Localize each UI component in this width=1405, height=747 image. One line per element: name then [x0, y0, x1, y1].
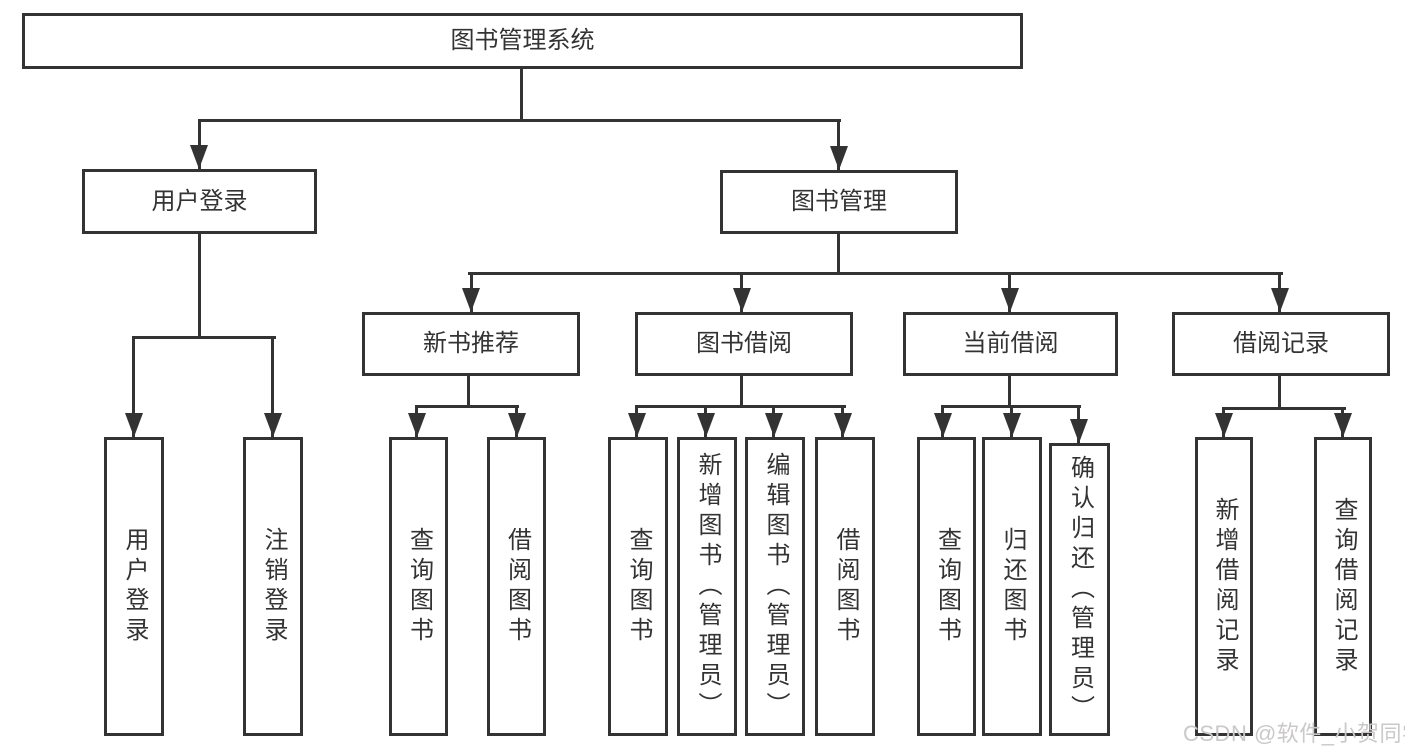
leaf-edit-books-admin: 编辑图书（管理员） [745, 437, 805, 736]
arrowhead-down-icon [190, 145, 208, 169]
arrowhead-down-icon [264, 413, 282, 437]
arrowhead-down-icon [834, 413, 852, 437]
leaf-confirm-return-admin: 确认归还（管理员） [1049, 443, 1110, 736]
connector-to-leaf [132, 336, 135, 437]
leaf-query-books: 查询图书 [608, 437, 668, 736]
connector-root-stem [520, 69, 523, 120]
arrowhead-down-icon [1003, 413, 1021, 437]
connector-to-book-management [837, 119, 840, 171]
arrowhead-down-icon [1271, 288, 1289, 312]
arrowhead-down-icon [697, 413, 715, 437]
arrowhead-down-icon [830, 146, 848, 170]
arrowhead-down-icon [1334, 413, 1352, 437]
connector-user-login-branch [132, 336, 276, 339]
node-user-login: 用户登录 [82, 169, 317, 234]
connector-level3-branch [468, 272, 1283, 275]
node-current-borrow: 当前借阅 [903, 312, 1118, 376]
arrowhead-down-icon [765, 413, 783, 437]
arrowhead-down-icon [125, 413, 143, 437]
arrowhead-down-icon [1001, 288, 1019, 312]
arrowhead-down-icon [934, 413, 952, 437]
connector-borrow-record-stem [1278, 376, 1281, 410]
leaf-add-borrow-record: 新增借阅记录 [1195, 437, 1253, 736]
leaf-borrow-books: 借阅图书 [487, 437, 546, 736]
connector-borrow-record-branch [1222, 407, 1346, 410]
leaf-query-books: 查询图书 [389, 437, 448, 736]
connector-to-leaf [271, 336, 274, 437]
leaf-return-books: 归还图书 [982, 437, 1042, 736]
node-new-book-recommend: 新书推荐 [362, 312, 580, 376]
node-borrow-record: 借阅记录 [1172, 312, 1390, 376]
connector-to-user-login [198, 119, 201, 169]
leaf-add-books-admin: 新增图书（管理员） [677, 437, 737, 736]
arrowhead-down-icon [408, 413, 426, 437]
arrowhead-down-icon [1070, 419, 1088, 443]
node-book-management: 图书管理 [720, 170, 958, 234]
connector-book-management-stem [837, 234, 840, 275]
node-root-system: 图书管理系统 [22, 13, 1023, 69]
connector-new-book-stem [467, 376, 470, 407]
leaf-query-books: 查询图书 [917, 437, 976, 736]
leaf-query-borrow-record: 查询借阅记录 [1314, 437, 1372, 736]
arrowhead-down-icon [462, 288, 480, 312]
connector-user-login-stem [198, 234, 201, 338]
leaf-user-login: 用户登录 [104, 437, 164, 736]
node-book-borrow: 图书借阅 [635, 312, 853, 376]
connector-book-borrow-stem [740, 376, 743, 407]
watermark: CSDN @软件_小贺同学 [1183, 721, 1405, 746]
connector-new-book-branch [415, 405, 519, 408]
leaf-logout: 注销登录 [243, 437, 303, 736]
connector-level2-branch [198, 119, 841, 122]
leaf-borrow-books: 借阅图书 [815, 437, 875, 736]
arrowhead-down-icon [1215, 413, 1233, 437]
arrowhead-down-icon [733, 288, 751, 312]
arrowhead-down-icon [628, 413, 646, 437]
arrowhead-down-icon [508, 413, 526, 437]
connector-current-borrow-stem [1008, 376, 1011, 408]
connector-book-borrow-branch [635, 405, 846, 408]
